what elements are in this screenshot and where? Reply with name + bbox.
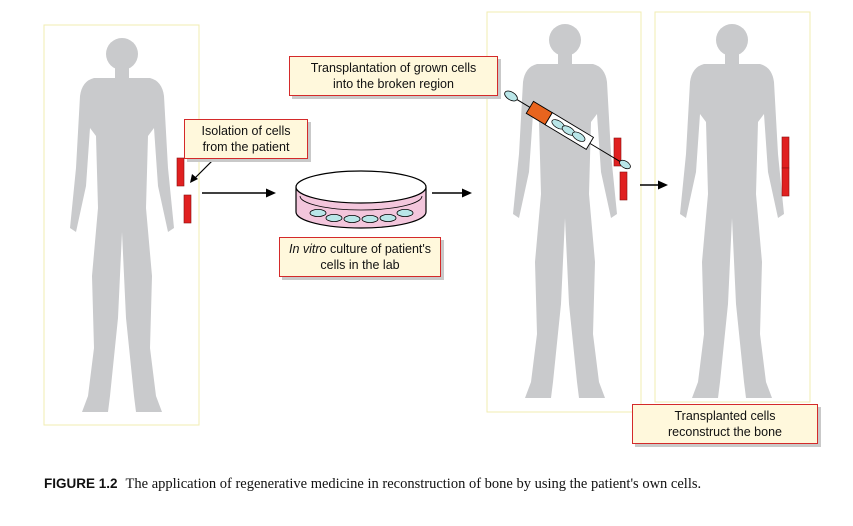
bone-reconstructed-upper <box>781 136 790 169</box>
callout-transplantation-line2: into the broken region <box>333 77 454 91</box>
panel-1-border <box>43 24 200 426</box>
flow-arrow-1-head <box>266 188 276 198</box>
patient-silhouette-2 <box>513 24 617 398</box>
bone-lower-fragment <box>183 194 192 224</box>
callout-reconstruct-line1: Transplanted cells <box>674 409 776 423</box>
bone-lower-fragment-2 <box>619 171 628 201</box>
callout-culture-line2: cells in the lab <box>320 258 400 272</box>
flow-arrow-3-head <box>658 180 668 190</box>
panel-4-border <box>654 11 811 403</box>
panel-3-border <box>486 11 642 413</box>
figure-label: FIGURE 1.2 <box>44 476 118 491</box>
callout-culture-italic: In vitro <box>288 242 327 256</box>
patient-silhouette-3 <box>680 24 784 398</box>
callout-culture-line1-rest: culture of patient's <box>326 242 432 256</box>
callout-isolation: Isolation of cells from the patient <box>184 119 308 159</box>
callout-culture: In vitro culture of patient's cells in t… <box>279 237 441 277</box>
figure-caption: FIGURE 1.2 The application of regenerativ… <box>44 476 844 493</box>
callout-reconstruct: Transplanted cells reconstruct the bone <box>632 404 818 444</box>
isolation-pointer <box>192 157 216 181</box>
callout-culture-line1: In vitro culture of patient's <box>284 241 436 257</box>
callout-reconstruct-line2: reconstruct the bone <box>668 425 782 439</box>
patient-silhouette-1 <box>70 38 174 412</box>
bone-upper-fragment <box>176 157 185 187</box>
callout-transplantation: Transplantation of grown cells into the … <box>289 56 498 96</box>
syringe <box>504 90 631 170</box>
bone-reconstructed-lower <box>781 167 790 197</box>
figure-caption-text: The application of regenerative medicine… <box>125 476 702 492</box>
callout-isolation-line1: Isolation of cells <box>201 124 291 138</box>
petri-dish <box>295 170 427 229</box>
bone-upper-fragment-2 <box>613 137 622 167</box>
callout-transplantation-line1: Transplantation of grown cells <box>310 61 477 75</box>
callout-isolation-line2: from the patient <box>202 140 290 154</box>
isolation-pointer-head <box>190 174 198 183</box>
flow-arrow-2-head <box>462 188 472 198</box>
